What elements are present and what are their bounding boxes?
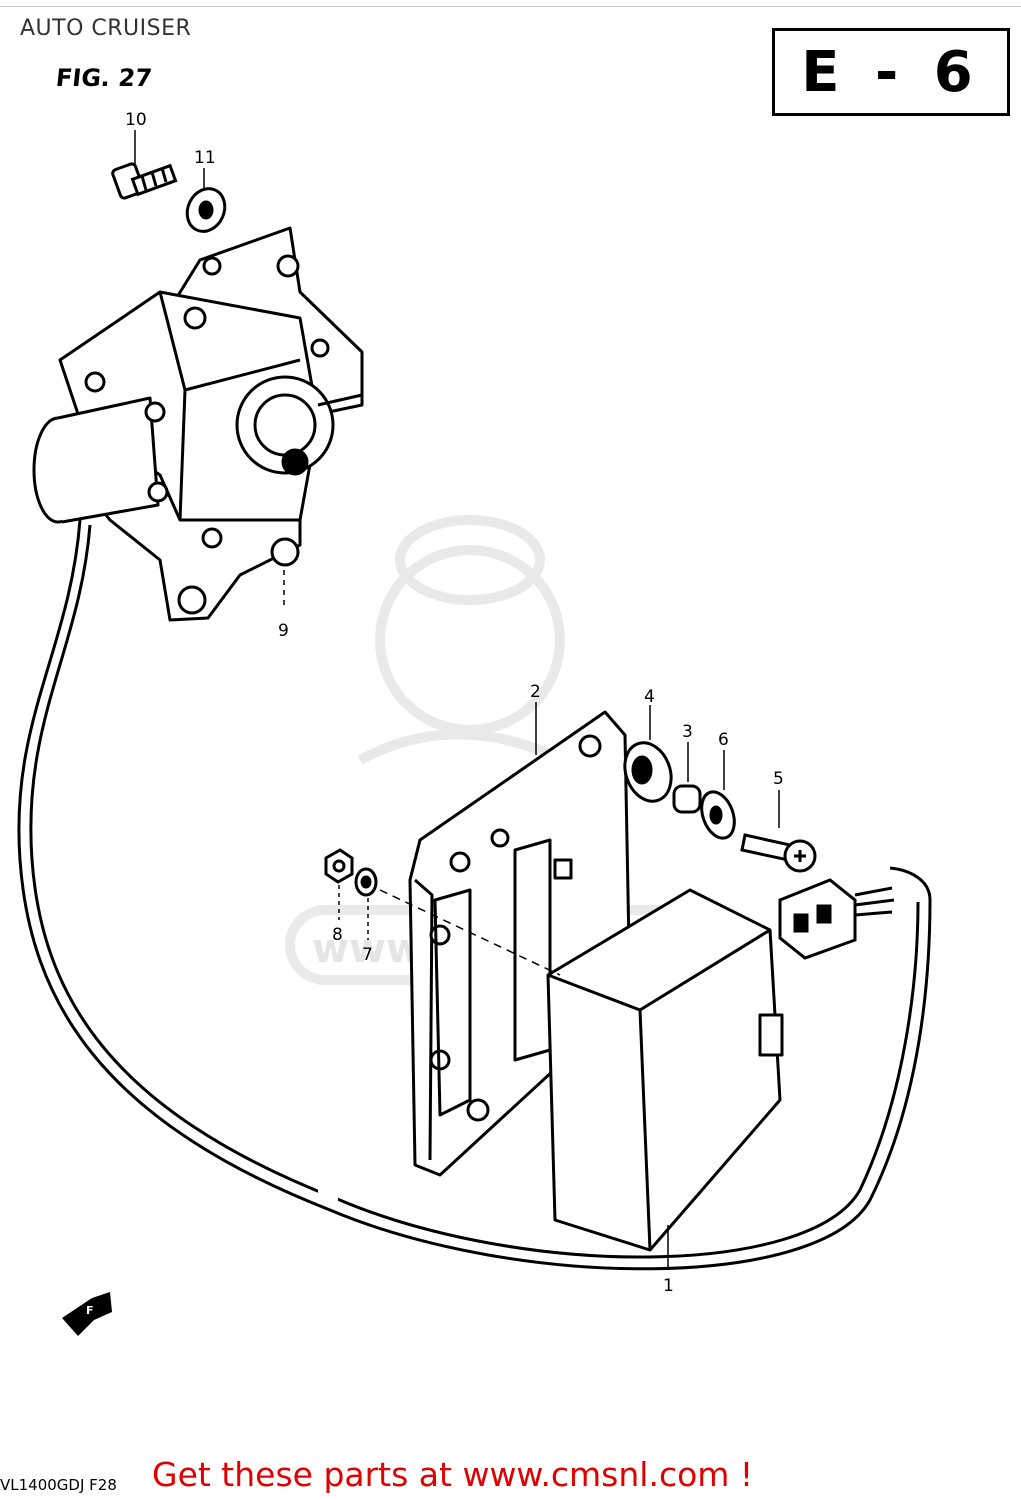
page-title: AUTO CRUISER: [20, 16, 192, 41]
callout-3: 3: [682, 722, 693, 742]
nut-part-8[interactable]: [324, 848, 354, 884]
callout-10: 10: [125, 110, 147, 130]
actuator-assembly-part-9[interactable]: [32, 226, 364, 622]
callout-7: 7: [362, 945, 373, 965]
wire-connector[interactable]: [778, 878, 895, 960]
control-cable: [17, 519, 932, 1271]
callout-9: 9: [278, 621, 289, 641]
callout-5: 5: [773, 769, 784, 789]
mounting-plate-part-2[interactable]: [408, 710, 632, 1177]
grommet-part-4[interactable]: [617, 736, 679, 807]
washer-part-11[interactable]: [180, 182, 231, 237]
promo-link[interactable]: Get these parts at www.cmsnl.com !: [152, 1455, 754, 1494]
front-direction-label: F: [86, 1304, 94, 1317]
cable-break: [318, 1178, 338, 1204]
callout-2: 2: [530, 682, 541, 702]
watermark-mascot-helmet: [395, 515, 545, 605]
section-code: E - 6: [801, 39, 981, 105]
lock-washer-part-7[interactable]: [354, 867, 378, 897]
top-rule: [0, 6, 1021, 7]
callout-4: 4: [644, 687, 655, 707]
assembly-axis: [379, 889, 561, 976]
callout-11: 11: [194, 148, 216, 168]
callout-1: 1: [663, 1276, 674, 1296]
section-box: E - 6: [772, 28, 1010, 116]
front-direction-arrow: F: [62, 1292, 112, 1336]
control-unit-part-1[interactable]: [546, 888, 784, 1252]
screw-part-5[interactable]: [740, 833, 817, 873]
collar-part-3[interactable]: [672, 784, 702, 814]
callout-8: 8: [332, 925, 343, 945]
watermark-mascot-head: [375, 545, 565, 735]
washer-part-6[interactable]: [696, 787, 741, 842]
callout-6: 6: [718, 730, 729, 750]
bolt-part-10[interactable]: [111, 162, 178, 200]
drawing-code: VL1400GDJ F28: [0, 1476, 117, 1494]
